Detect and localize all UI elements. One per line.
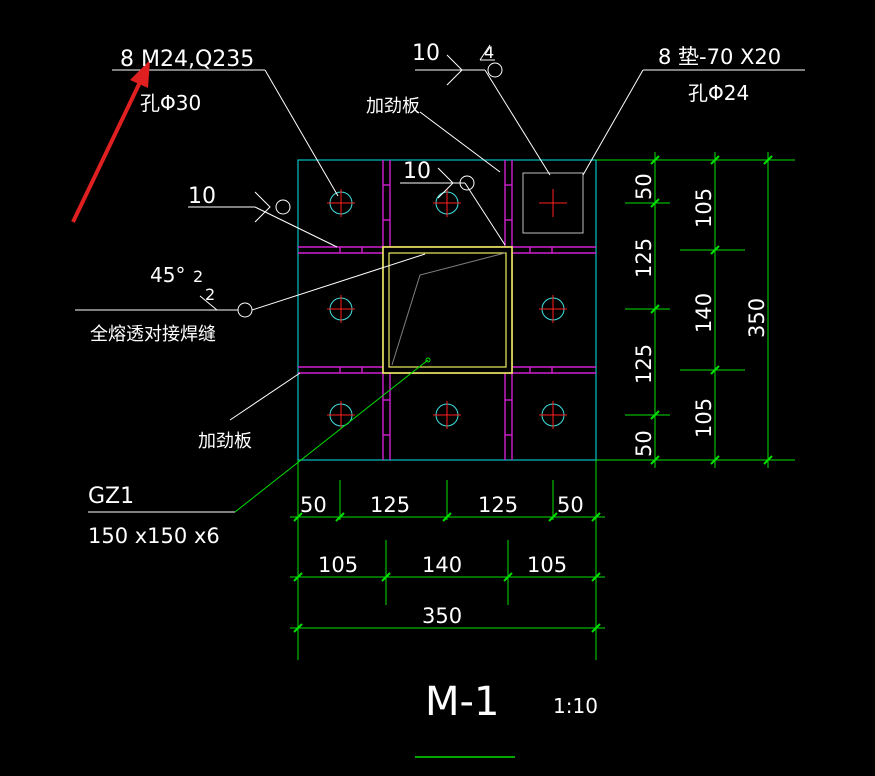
washer-hole-label: 孔Φ24 [688,81,749,105]
column-outer [382,246,513,374]
bolt [327,295,355,323]
bolt [327,189,355,217]
bolt [539,295,567,323]
weld-inner-size: 10 [403,159,431,184]
red-arrow [71,60,150,223]
dim-right-140: 140 [692,293,716,333]
drawing-scale: 1:10 [553,694,598,718]
bolt [327,401,355,429]
dim-bottom-105-left: 105 [318,553,358,577]
dimension-lines [290,152,795,660]
bolt [539,189,567,217]
bolts [327,189,567,429]
column-section: 150 x150 x6 [88,524,220,548]
dim-bottom-total: 350 [422,604,462,628]
dim-right-total: 350 [745,298,769,338]
stiffener-label-bottom: 加劲板 [198,431,252,452]
column-name: GZ1 [88,484,134,509]
dim-bottom-50-right: 50 [557,493,584,517]
dim-right-105-bottom: 105 [692,398,716,438]
root-gap-b: 2 [205,285,215,304]
dim-right-105-top: 105 [692,188,716,228]
dim-bottom-140: 140 [422,553,462,577]
leaders [75,44,805,513]
drawing-title: M-1 [425,679,499,725]
bolt [433,189,461,217]
washer-plate [522,172,584,234]
column-inner [388,252,507,368]
weld-top-symbol: 4 [484,43,494,62]
bolt [433,401,461,429]
weld-top-size: 10 [412,41,440,66]
bolt [539,401,567,429]
dim-right-125-top: 125 [632,238,656,278]
dim-right-50-top: 50 [632,173,656,200]
bolt-spec-label: 8 M24,Q235 [120,47,254,72]
dim-bottom-125-right: 125 [478,493,518,517]
dim-bottom-105-right: 105 [527,553,567,577]
dim-right-50-bottom: 50 [632,430,656,457]
column-break-line [391,252,506,366]
root-gap-a: 2 [193,267,203,286]
dim-right-125-bottom: 125 [632,344,656,384]
weld-left-size: 10 [188,184,216,209]
bolt-hole-label: 孔Φ30 [140,91,201,115]
column-leader [234,359,429,513]
dim-bottom-125-left: 125 [370,493,410,517]
column-leader-dot [425,357,431,363]
bevel-angle: 45° [150,263,185,287]
stiffener-label-top: 加劲板 [366,96,420,117]
base-plate [297,159,597,461]
washer-spec-label: 8 垫-70 X20 [658,45,781,69]
full-pen-weld-label: 全熔透对接焊缝 [90,324,216,345]
dim-bottom-50-left: 50 [300,493,327,517]
